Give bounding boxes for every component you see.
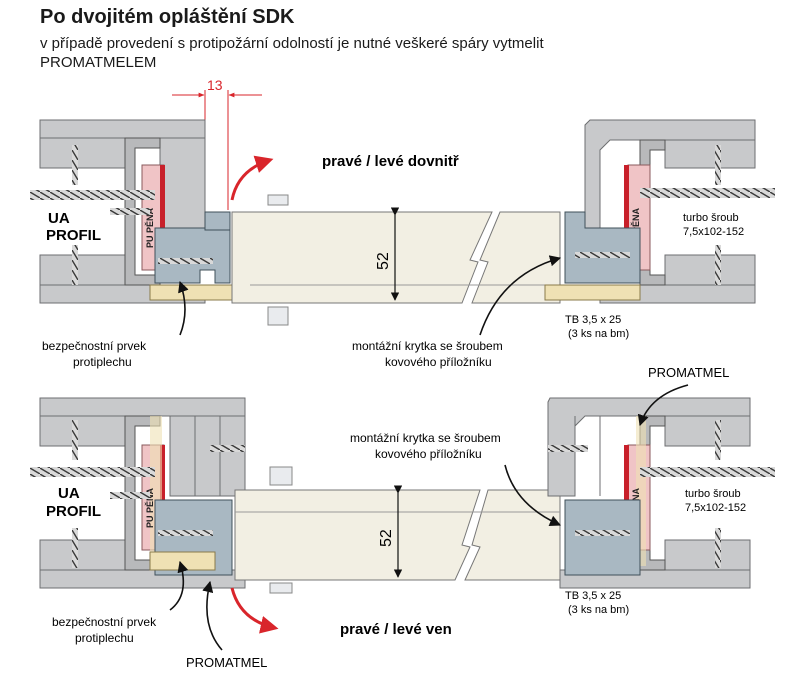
door-leaf-top: 52: [231, 194, 561, 326]
door-leaf-bottom: 52: [234, 466, 561, 594]
tb-label-top-line1: TB 3,5 x 25: [565, 314, 621, 326]
turbo-label-bottom-line1: turbo šroub: [685, 488, 741, 500]
opening-arrow-inward: [230, 155, 274, 201]
top-section: 13 PU PĚNA UA PROF: [30, 77, 775, 369]
opening-arrow-outward: [230, 587, 279, 634]
cover-label-top-line2: kovového příložníku: [385, 355, 492, 369]
turbo-screw-right-bottom: [640, 467, 775, 477]
turbo-screw-right-top: [640, 188, 775, 198]
promatmel-label-bottom: PROMATMEL: [186, 655, 267, 670]
subtitle-line-2: PROMATMELEM: [40, 54, 157, 71]
page-title: Po dvojitém opláštění SDK: [40, 6, 295, 28]
page-subtitle: v případě provedení s protipožární odoln…: [40, 34, 780, 72]
turbo-label-bottom-line2: 7,5x102-152: [685, 502, 746, 514]
ua-profil-label-top-line2: PROFIL: [46, 227, 101, 244]
tb-label-bottom-line2: (3 ks na bm): [568, 604, 629, 616]
bottom-section: PU PĚNA UA PROFIL 52 pravé / levé ven: [30, 365, 775, 670]
safety-label-top-line2: protiplechu: [73, 355, 132, 369]
dimension-13-label: 13: [207, 77, 223, 93]
ua-profil-label-bottom-line1: UA: [58, 485, 80, 502]
safety-label-bottom-line1: bezpečnostní prvek: [52, 615, 157, 629]
left-wall-top: PU PĚNA: [30, 119, 241, 304]
ua-profil-label-top-line1: UA: [48, 210, 70, 227]
pu-pena-left-top: PU PĚNA: [144, 207, 155, 248]
opening-label-outward: pravé / levé ven: [340, 621, 452, 638]
right-wall-top: PU PĚNA: [544, 119, 775, 304]
thickness-label-bottom: 52: [378, 529, 395, 547]
subtitle-line-1: v případě provedení s protipožární odoln…: [40, 35, 544, 52]
safety-label-top-line1: bezpečnostní prvek: [42, 339, 147, 353]
tb-label-top-line2: (3 ks na bm): [568, 328, 629, 340]
turbo-label-top-line1: turbo šroub: [683, 212, 739, 224]
promatmel-label-top: PROMATMEL: [648, 365, 729, 380]
thickness-label-top: 52: [375, 252, 392, 270]
safety-label-bottom-line2: protiplechu: [75, 631, 134, 645]
turbo-screw-left-bottom: [30, 467, 155, 477]
turbo-label-top-line2: 7,5x102-152: [683, 226, 744, 238]
right-wall-bottom: PU PĚNA: [547, 397, 775, 589]
cover-label-bottom-line1: montážní krytka se šroubem: [350, 431, 501, 445]
turbo-screw-left-top: [30, 190, 155, 200]
pu-pena-left-bottom: PU PĚNA: [144, 487, 155, 528]
ua-profil-label-bottom-line2: PROFIL: [46, 503, 101, 520]
cover-label-bottom-line2: kovového příložníku: [375, 447, 482, 461]
left-wall-bottom: PU PĚNA: [30, 397, 246, 589]
opening-label-inward: pravé / levé dovnitř: [322, 153, 459, 170]
tb-label-bottom-line1: TB 3,5 x 25: [565, 590, 621, 602]
cover-label-top-line1: montážní krytka se šroubem: [352, 339, 503, 353]
